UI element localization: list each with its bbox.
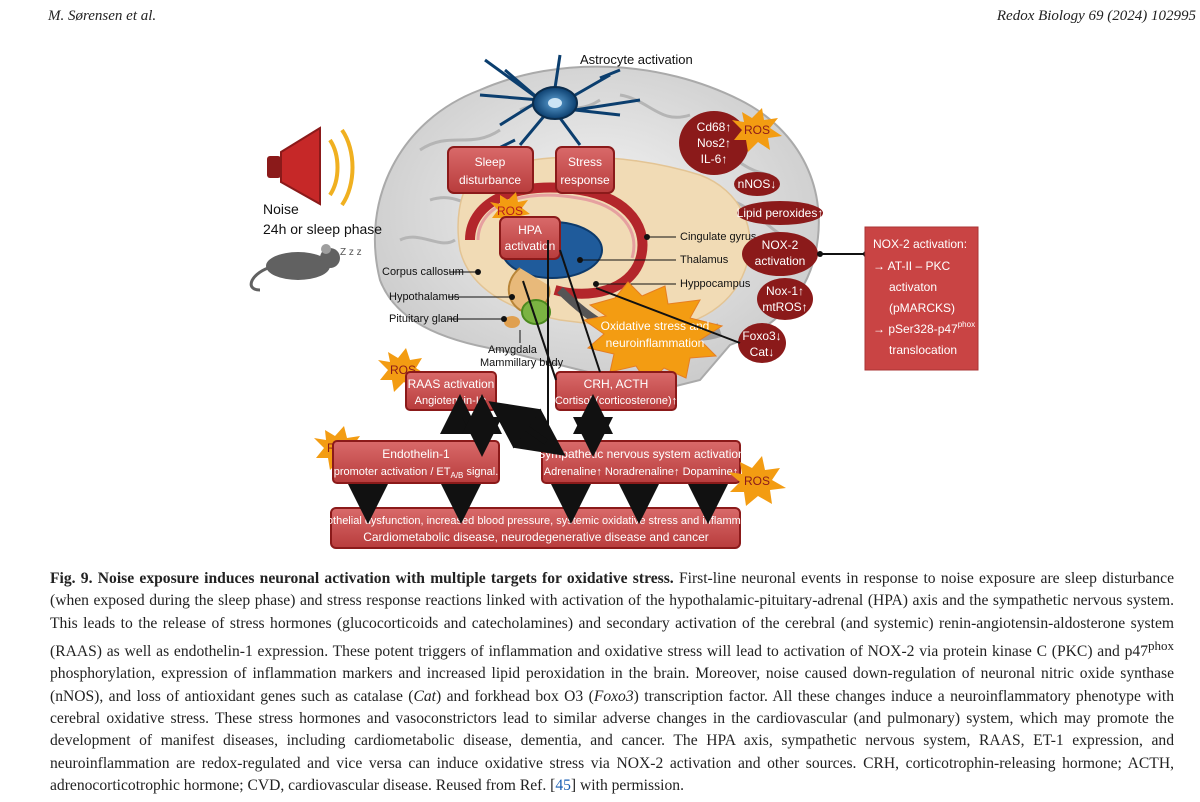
svg-text:Endothelin-1: Endothelin-1 [382, 447, 450, 461]
svg-text:IL-6↑: IL-6↑ [701, 152, 728, 166]
caption-text-2: phosphorylation, expression of inflammat… [50, 665, 1174, 705]
ros-burst-cd68: ROS [732, 108, 782, 152]
svg-text:Oxidative stress and: Oxidative stress and [601, 319, 710, 333]
mouse-icon [249, 244, 340, 292]
pituitary-label: Pituitary gland [389, 313, 459, 325]
svg-text:mtROS↑: mtROS↑ [762, 300, 807, 314]
figure-caption: Fig. 9. Noise exposure induces neuronal … [50, 568, 1174, 797]
reference-link[interactable]: 45 [555, 776, 571, 794]
svg-text:Cortisol (corticosterone)↑: Cortisol (corticosterone)↑ [555, 395, 677, 407]
svg-text:Nox-1↑: Nox-1↑ [766, 284, 804, 298]
caption-label: Fig. 9. [50, 570, 93, 587]
svg-text:ROS: ROS [744, 123, 770, 137]
svg-text:Adrenaline↑ Noradrenaline↑ Dop: Adrenaline↑ Noradrenaline↑ Dopamine↑ [544, 466, 738, 478]
caption-foxo3: Foxo3 [593, 687, 634, 705]
hypothalamus-label: Hypothalamus [389, 291, 460, 303]
nox2-details-box: NOX-2 activation: → AT-II – PKC activato… [864, 226, 979, 371]
svg-text:HPA: HPA [518, 223, 542, 237]
corpus-callosum-label: Corpus callosum [382, 266, 464, 278]
sleep-disturbance-box: Sleep disturbance [447, 146, 534, 194]
nox1-marker: Nox-1↑ mtROS↑ [757, 278, 813, 320]
cd68-marker: Cd68↑ Nos2↑ IL-6↑ [679, 111, 749, 175]
svg-text:Sympathetic nervous system act: Sympathetic nervous system activation [537, 447, 744, 461]
svg-text:Cat↓: Cat↓ [750, 345, 775, 359]
noise-timing-label: 24h or sleep phase [263, 221, 382, 237]
svg-text:(pMARCKS): (pMARCKS) [889, 301, 955, 315]
noise-label: Noise [263, 201, 299, 217]
caption-text-3: ) and forkhead box O3 ( [436, 687, 594, 705]
svg-text:Endothelial dysfunction, incre: Endothelial dysfunction, increased blood… [307, 515, 764, 527]
diagram-arrows [348, 240, 741, 524]
svg-text:response: response [560, 173, 610, 187]
anatomy-labels-right: Cingulate gyrus Thalamus Hyppocampus [577, 231, 757, 290]
svg-text:CRH, ACTH: CRH, ACTH [584, 377, 649, 391]
ros-burst-sympathetic: ROS [728, 456, 786, 506]
svg-text:NOX-2 activation:: NOX-2 activation: [873, 237, 967, 251]
page-header: M. Sørensen et al. Redox Biology 69 (202… [48, 8, 1196, 30]
svg-text:Nos2↑: Nos2↑ [697, 136, 731, 150]
running-journal: Redox Biology 69 (2024) 102995 [996, 8, 1196, 24]
svg-text:ROS: ROS [497, 204, 523, 218]
mammillary-label: Mammillary body [480, 357, 564, 369]
svg-text:ROS: ROS [744, 474, 770, 488]
raas-activation-box: RAAS activation Angiotensin-II↑ [405, 371, 497, 411]
nox2-activation-marker: NOX-2 activation [742, 232, 818, 276]
svg-text:→ AT-II – PKC: → AT-II – PKC [873, 259, 950, 273]
endothelin-box: Endothelin-1 promoter activation / ETA/B… [332, 440, 500, 484]
cingulate-label: Cingulate gyrus [680, 231, 757, 243]
svg-text:nNOS↓: nNOS↓ [738, 177, 777, 191]
sympathetic-activation-box: Sympathetic nervous system activation Ad… [537, 440, 745, 484]
amygdala-label: Amygdala [488, 344, 538, 356]
svg-text:Sleep: Sleep [475, 155, 506, 169]
astrocyte-icon [479, 54, 641, 152]
svg-text:NOX-2: NOX-2 [762, 238, 799, 252]
hippocampus-label: Hyppocampus [680, 278, 751, 290]
oxidative-stress-burst: Oxidative stress and neuroinflammation [582, 281, 724, 385]
svg-text:Stress: Stress [568, 155, 602, 169]
stress-response-box: Stress response [555, 146, 615, 194]
outcome-box: Endothelial dysfunction, increased blood… [307, 507, 765, 549]
figure-9: Astrocyte activation Noise 24h or sleep … [249, 52, 979, 549]
figure-diagram: Astrocyte activation Noise 24h or sleep … [249, 52, 979, 549]
caption-title: Noise exposure induces neuronal activati… [97, 570, 674, 587]
svg-text:Cardiometabolic disease, neuro: Cardiometabolic disease, neurodegenerati… [363, 530, 709, 544]
svg-text:RAAS activation: RAAS activation [408, 377, 495, 391]
svg-text:neuroinflammation: neuroinflammation [606, 336, 705, 350]
caption-cat: Cat [413, 687, 437, 705]
crh-acth-box: CRH, ACTH Cortisol (corticosterone)↑ [555, 371, 677, 411]
foxo3-marker: Foxo3↓ Cat↓ [738, 323, 786, 363]
caption-text-5: ] with permission. [570, 776, 684, 794]
svg-text:activation: activation [505, 239, 556, 253]
svg-text:promoter activation / ETA/B si: promoter activation / ETA/B signal. [334, 466, 499, 480]
anatomy-labels-left: Corpus callosum Hypothalamus Pituitary g… [382, 266, 564, 369]
speaker-icon [267, 126, 355, 207]
caption-text-4: ) transcription factor. All these change… [50, 687, 1174, 794]
svg-text:translocation: translocation [889, 343, 957, 357]
svg-text:Cd68↑: Cd68↑ [697, 120, 732, 134]
svg-text:activation: activation [755, 254, 806, 268]
astrocyte-label: Astrocyte activation [580, 52, 693, 67]
svg-text:activaton: activaton [889, 280, 937, 294]
thalamus-label: Thalamus [680, 254, 729, 266]
caption-text-1: First-line neuronal events in response t… [50, 570, 1174, 661]
svg-text:disturbance: disturbance [459, 173, 521, 187]
svg-text:Angiotensin-II↑: Angiotensin-II↑ [415, 395, 488, 407]
sleep-zzz: Z z z [340, 247, 362, 258]
running-authors: M. Sørensen et al. [48, 8, 157, 24]
hpa-activation-box: HPA activation [499, 216, 561, 260]
svg-text:Foxo3↓: Foxo3↓ [742, 329, 781, 343]
svg-text:→ pSer328-p47phox: → pSer328-p47phox [873, 320, 975, 336]
caption-phox-sup: phox [1148, 637, 1174, 653]
nnos-marker: nNOS↓ [734, 172, 780, 196]
svg-text:Lipid peroxides↑: Lipid peroxides↑ [737, 206, 824, 220]
lipid-peroxides-marker: Lipid peroxides↑ [737, 201, 824, 225]
